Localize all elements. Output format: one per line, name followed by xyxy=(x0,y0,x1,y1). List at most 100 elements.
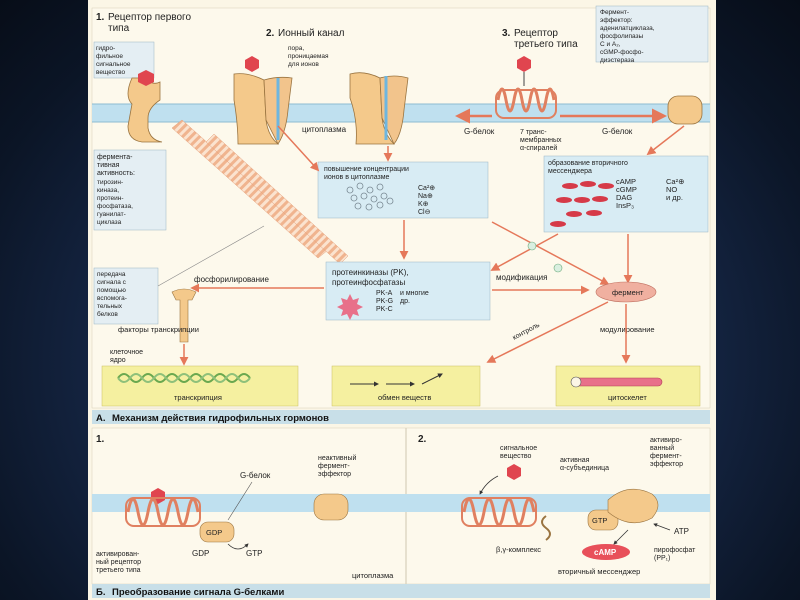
protein-kinases-line1: протеинкиназы (PK), xyxy=(332,268,409,277)
hormone-mechanism-diagram: 1. Рецептор первого типа 2. Ионный канал… xyxy=(91,5,711,598)
enzyme-activity-line6: протеин- xyxy=(97,195,124,202)
hydrophilic-label-line3: сигнальное xyxy=(96,61,131,68)
b1-inactive-effector-line3: эффектор xyxy=(318,471,351,478)
b2-receptor-outline xyxy=(461,497,537,527)
b2-alpha-subunit xyxy=(587,509,619,531)
panel-b-caption-bar xyxy=(92,584,710,598)
enzyme-activity-line5: киназа, xyxy=(97,187,119,194)
cell-nucleus-line1: клеточное xyxy=(110,349,143,356)
step3-title-line2: третьего типа xyxy=(514,39,578,50)
step1-title-line2: типа xyxy=(108,23,130,34)
dna-helix-icon xyxy=(117,373,251,383)
transcription-factor xyxy=(171,288,197,343)
step2-title: Ионный канал xyxy=(278,28,345,39)
ion-concentration-line2: ионов в цитоплазме xyxy=(324,174,390,181)
helices-label-line3: α-спиралей xyxy=(520,144,557,152)
b2-effector xyxy=(607,488,659,524)
hydrophilic-label-line1: гидро- xyxy=(96,45,115,52)
pk-a: PK-A xyxy=(376,290,393,297)
step1-title-line1: Рецептор первого xyxy=(108,12,191,23)
b1-gdp-inner: GDP xyxy=(206,528,222,537)
enzyme-activity-box xyxy=(93,149,167,231)
b2-active-alpha-line2: α-субъединица xyxy=(560,464,609,472)
step3-number: 3. xyxy=(502,28,511,39)
messenger-etc: и др. xyxy=(666,193,683,202)
b1-activated-receptor-line1: активирован- xyxy=(96,551,140,558)
b1-activated-receptor-line3: третьего типа xyxy=(96,567,141,574)
b1-cytoplasm: цитоплазма xyxy=(352,571,394,580)
b2-signal-substance-line1: сигнальное xyxy=(500,445,537,452)
transcription-box xyxy=(101,365,299,407)
signal-transfer-line6: белков xyxy=(97,310,118,318)
b2-camp-ellipse xyxy=(582,544,630,560)
step3-title-line1: Рецептор xyxy=(514,28,558,39)
metabolism-arrow-3 xyxy=(421,373,443,385)
signal-transfer-line4: вспомога- xyxy=(97,295,127,302)
messenger-ca: Ca²⊕ xyxy=(666,177,684,186)
panel-b-caption-letter: Б. xyxy=(96,587,105,598)
messenger-no: NO xyxy=(666,185,677,194)
effector-label-line5: С и А₂, xyxy=(600,41,621,48)
cytoskeleton-label: цитоскелет xyxy=(608,393,647,402)
signal-transfer-line3: помощью xyxy=(97,287,126,294)
messenger-ovals xyxy=(550,181,614,227)
enzyme-activity-line8: гуанилат- xyxy=(97,211,126,218)
transcription-label: транскрипция xyxy=(174,393,222,402)
g-protein-right-label: G-белок xyxy=(602,127,633,136)
b2-second-messenger-label: вторичный мессенджер xyxy=(558,567,640,576)
cell-nucleus-line2: ядро xyxy=(110,357,126,364)
effector-label-line4: фосфолипазы xyxy=(600,33,643,40)
b1-inactive-effector-line2: фермент- xyxy=(318,463,350,470)
transcription-factors-label: факторы транскрипции xyxy=(118,325,199,334)
b2-activated-effector-line2: ванный xyxy=(650,444,674,452)
b1-g-protein xyxy=(199,521,235,543)
metabolism-label: обмен веществ xyxy=(378,393,431,402)
enzyme-activity-line9: циклаза xyxy=(97,219,122,226)
pore-label-line2: проницаемая xyxy=(288,53,329,60)
b2-activated-effector-line3: фермент- xyxy=(650,453,682,460)
effector-label-line6: cGMP-фосфо- xyxy=(600,49,644,56)
hydrophilic-label-line2: фильное xyxy=(96,53,123,60)
pk-c: PK-C xyxy=(376,306,393,313)
messenger-dag: DAG xyxy=(616,193,632,202)
ion-circles xyxy=(346,182,394,211)
panel-b-sub1: 1. xyxy=(96,434,105,445)
cytoskeleton-filament-icon xyxy=(571,377,663,387)
pk-g: PK-G xyxy=(376,298,393,305)
plus-marker-1 xyxy=(527,241,537,251)
ion-cl: Cl⊖ xyxy=(418,209,431,216)
b2-beta-gamma-label: β,γ-комплекс xyxy=(496,545,541,554)
signal-transfer-box xyxy=(93,267,159,325)
step1-number: 1. xyxy=(96,12,105,23)
b2-camp-arrow xyxy=(613,529,629,545)
seven-helix-outline xyxy=(495,89,557,119)
enzyme-label: фермент xyxy=(612,288,644,297)
pk-others-line2: др. xyxy=(400,298,410,305)
ion-concentration-box xyxy=(317,161,489,219)
arrow-control xyxy=(486,301,609,363)
second-messenger-line2: мессенджера xyxy=(548,168,592,175)
b2-signal-substance-line2: вещество xyxy=(500,453,531,460)
r3-ligand-hexagon xyxy=(517,56,531,72)
pk-others-line1: и многие xyxy=(400,290,429,297)
b1-g-protein-label: G-белок xyxy=(240,471,271,480)
pore-label-line3: для ионов xyxy=(288,61,319,68)
hatched-arrow-r1b xyxy=(205,133,349,265)
b2-gtp-inner: GTP xyxy=(592,516,607,525)
receptor-type1 xyxy=(127,77,163,143)
ligand-hexagon xyxy=(138,70,154,86)
pore-label-line1: пора, xyxy=(288,45,304,52)
ion-ligand-hexagon xyxy=(245,56,259,72)
enzyme-ellipse xyxy=(595,281,657,303)
effector-label-box xyxy=(595,5,709,63)
messenger-camp: cAMP xyxy=(616,177,636,186)
cytoskeleton-cap xyxy=(570,376,582,388)
enzyme-activity-line1: фермента- xyxy=(97,154,133,161)
b2-activated-effector-line4: эффектор xyxy=(650,461,683,468)
signal-transfer-line5: тельных xyxy=(97,303,123,310)
second-messenger-line1: образование вторичного xyxy=(548,159,628,167)
effector-label-line2: эффектор: xyxy=(600,17,633,24)
helices-label-line2: мембранных xyxy=(520,136,562,144)
ion-ca: Ca²⊕ xyxy=(418,185,435,192)
dna-helix-strand xyxy=(117,373,251,383)
